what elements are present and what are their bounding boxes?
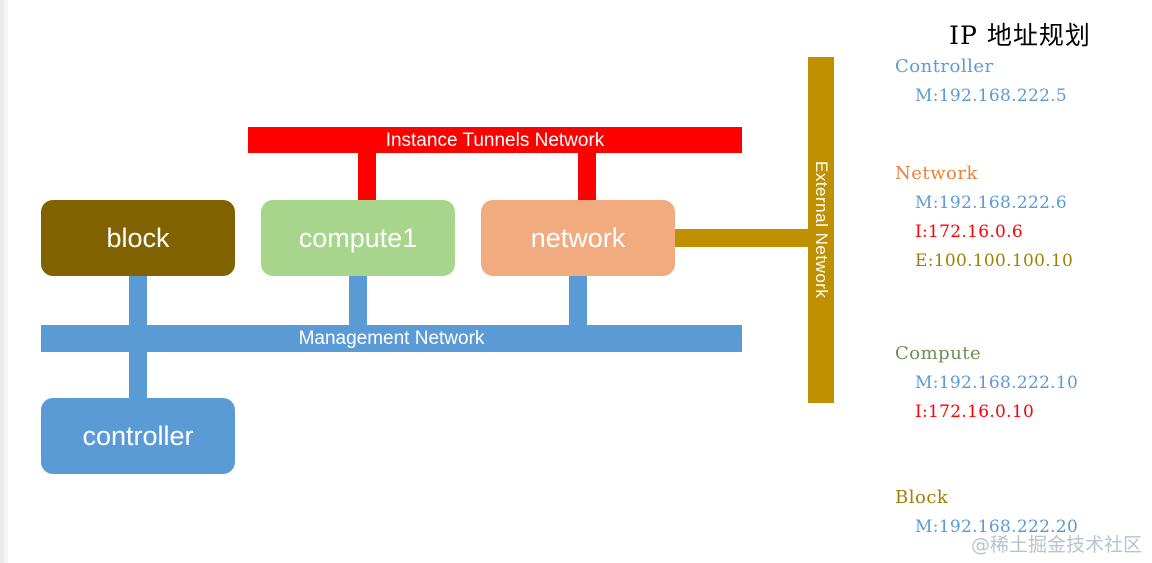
ip-group-block: Block M:192.168.222.20 (895, 487, 1152, 546)
connector-tunnels-to-compute1 (358, 153, 376, 203)
node-controller[interactable]: controller (41, 398, 235, 474)
bus-management-network-label: Management Network (298, 328, 485, 349)
network-topology-diagram: Instance Tunnels Network block compute1 … (8, 0, 888, 563)
connector-compute1-to-management (349, 273, 367, 329)
ip-row-network-instance-tunnel: I:172.16.0.6 (915, 222, 1023, 242)
site-watermark: @稀土掘金技术社区 (970, 534, 1142, 556)
ip-group-network: Network M:192.168.222.6 I:172.16.0.6 E:1… (895, 163, 1152, 280)
ip-row-controller-management: M:192.168.222.5 (915, 86, 1068, 106)
bus-instance-tunnels-network: Instance Tunnels Network (248, 127, 742, 153)
ip-plan-panel: IP 地址规划 Controller M:192.168.222.5 Netwo… (888, 0, 1152, 563)
ip-plan-title: IP 地址规划 (949, 21, 1091, 50)
bus-external-network: External Network (808, 57, 834, 403)
bus-management-network: Management Network (41, 325, 742, 352)
node-network[interactable]: network (481, 200, 675, 276)
node-block-label: block (106, 222, 170, 253)
node-compute1[interactable]: compute1 (261, 200, 455, 276)
bus-external-network-label: External Network (812, 161, 831, 299)
node-controller-label: controller (82, 420, 194, 451)
bus-instance-tunnels-network-label: Instance Tunnels Network (385, 129, 605, 151)
left-edge-strip-inner (4, 0, 8, 563)
ip-group-controller: Controller M:192.168.222.5 (895, 56, 1152, 115)
ip-group-compute: Compute M:192.168.222.10 I:172.16.0.10 (895, 343, 1152, 431)
ip-row-compute-instance-tunnel: I:172.16.0.10 (915, 402, 1035, 422)
connector-network-to-external (668, 229, 814, 247)
connector-management-to-controller (129, 349, 147, 403)
ip-group-network-heading: Network (895, 163, 978, 184)
ip-row-network-management: M:192.168.222.6 (915, 193, 1068, 213)
node-compute1-label: compute1 (298, 222, 418, 253)
ip-row-block-management: M:192.168.222.20 (915, 517, 1079, 537)
ip-row-network-external: E:100.100.100.10 (915, 251, 1074, 271)
ip-group-controller-heading: Controller (895, 56, 994, 77)
connector-network-to-management (569, 273, 587, 329)
connector-tunnels-to-network (578, 153, 596, 203)
left-edge-strip (0, 0, 8, 563)
node-network-label: network (530, 222, 626, 253)
ip-group-compute-heading: Compute (895, 343, 982, 364)
node-block[interactable]: block (41, 200, 235, 276)
connector-block-to-management (129, 273, 147, 329)
ip-row-compute-management: M:192.168.222.10 (915, 373, 1079, 393)
ip-group-block-heading: Block (895, 487, 949, 508)
